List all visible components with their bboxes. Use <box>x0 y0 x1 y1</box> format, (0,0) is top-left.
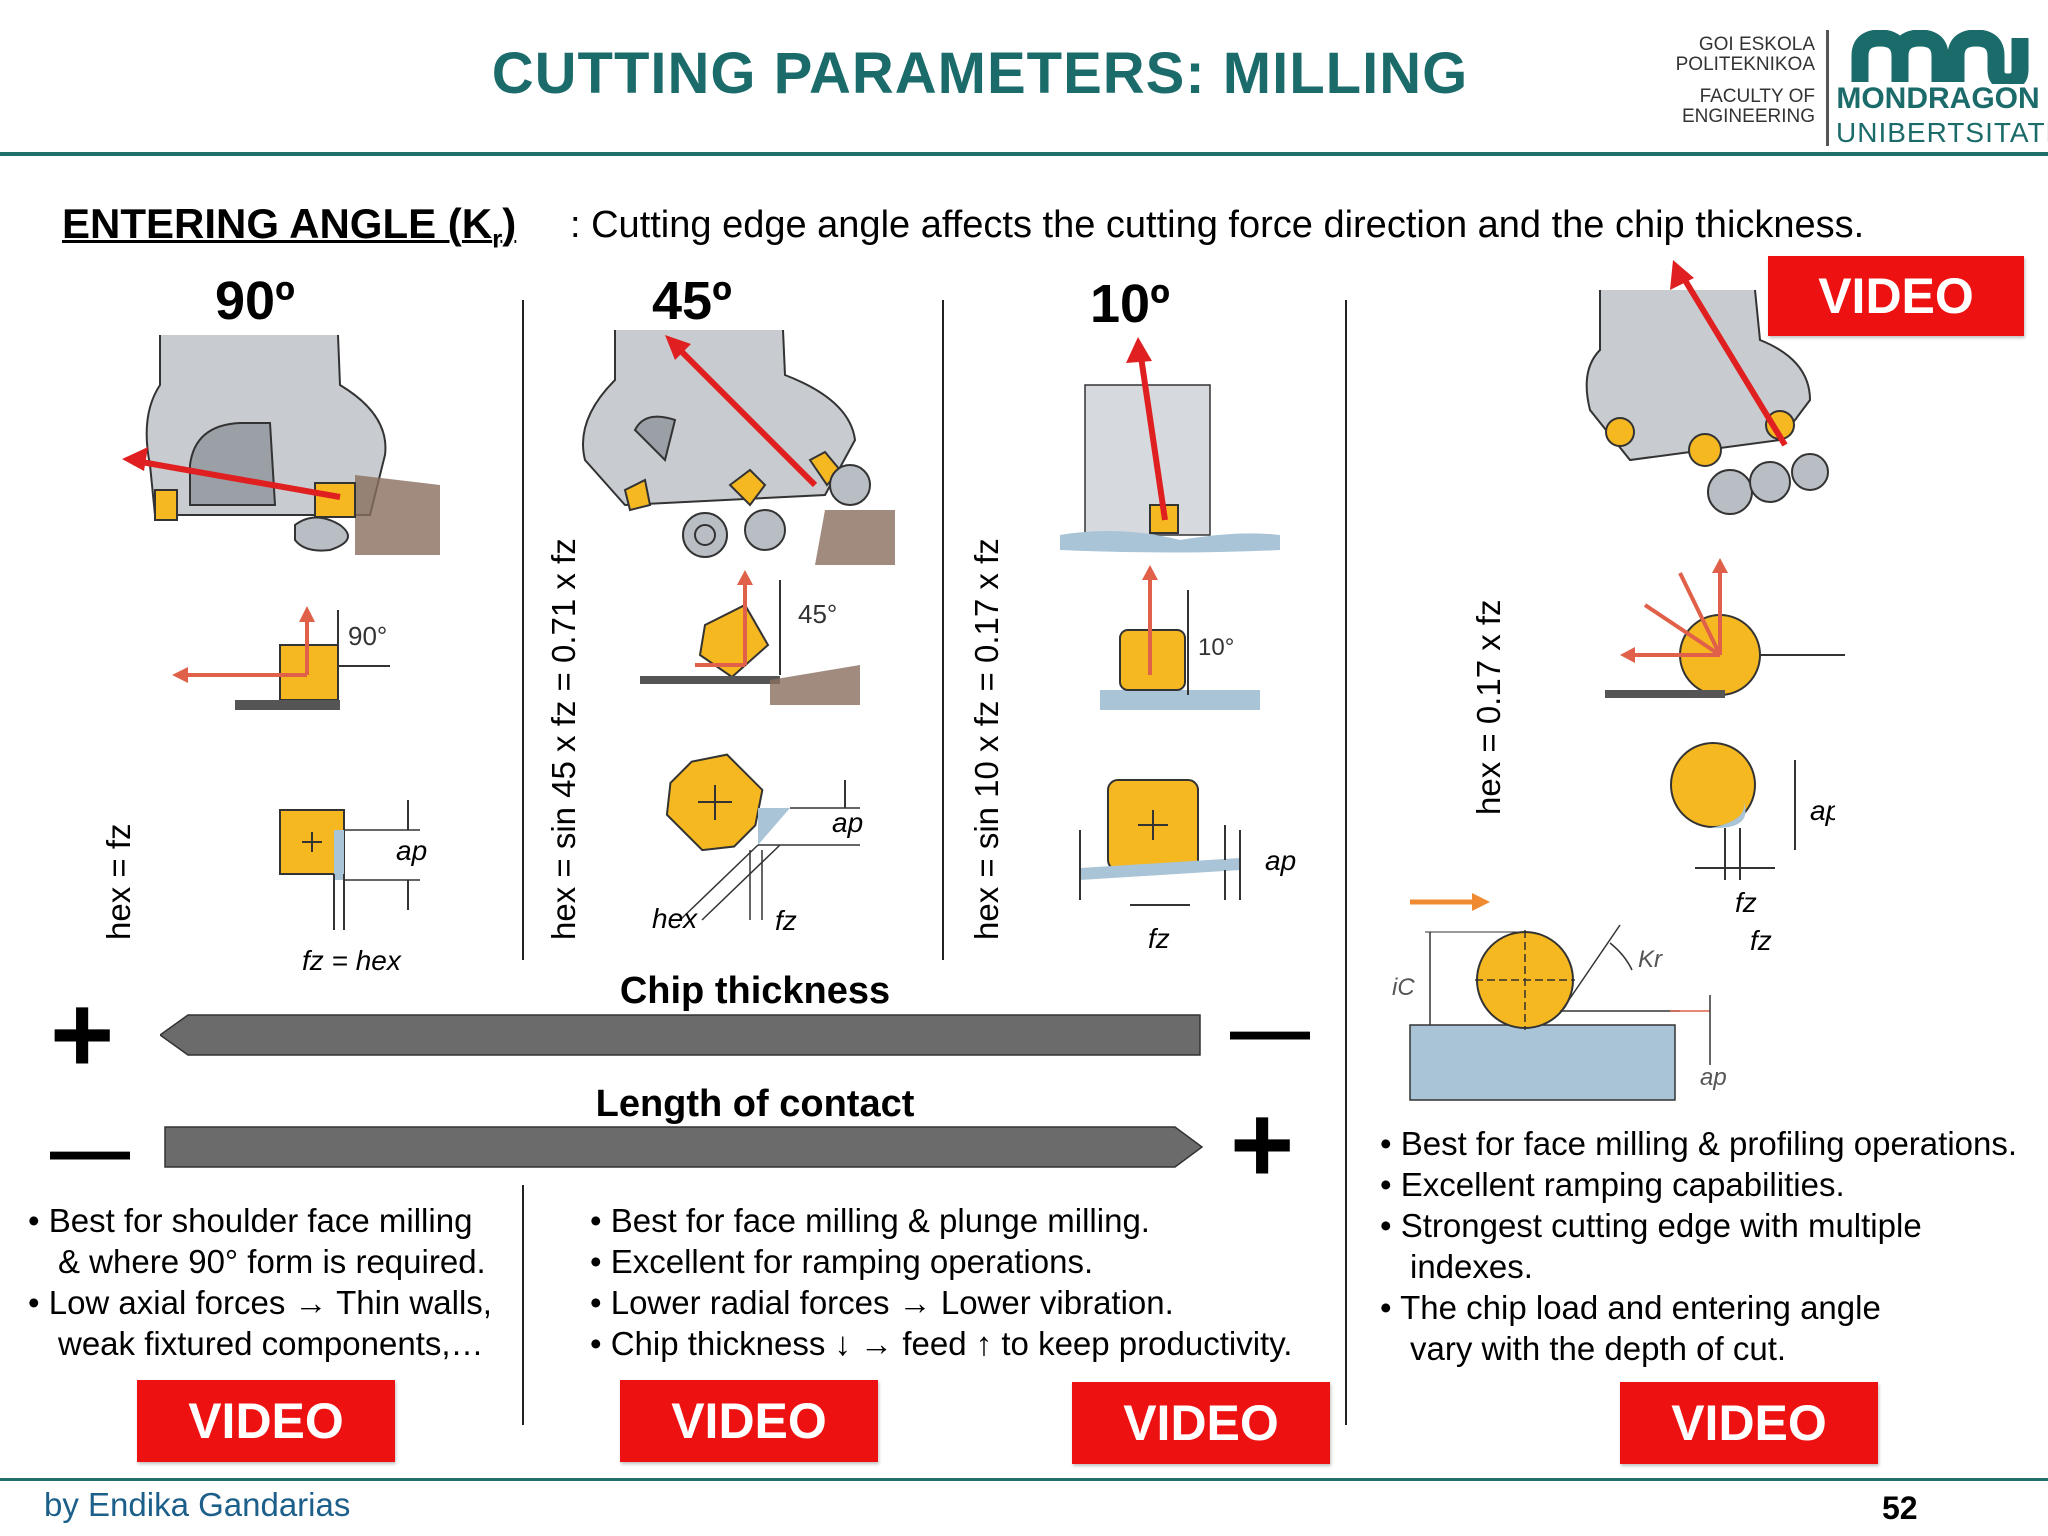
bullet-line: indexes. <box>1410 1248 1533 1285</box>
bullet-line: • Best for face milling & profiling oper… <box>1380 1125 2018 1162</box>
page-number: 52 <box>1882 1490 1918 1526</box>
column-divider <box>942 300 944 960</box>
bullets-90: • Best for shoulder face milling & where… <box>28 1200 492 1364</box>
bullet-line: • Lower radial forces → Lower vibration. <box>590 1284 1174 1321</box>
ap-label: ap <box>1700 1064 1727 1091</box>
bullet-line: • Excellent ramping capabilities. <box>1380 1166 1845 1203</box>
kr-label: Kr <box>1638 946 1663 973</box>
entering-angle-term: ENTERING ANGLE (Kr) <box>62 200 517 254</box>
ic-label: iC <box>1392 974 1415 1001</box>
bullet-line: • Chip thickness ↓ → feed ↑ to keep prod… <box>590 1325 1293 1362</box>
column-divider <box>522 300 524 960</box>
bullets-round: • Best for face milling & profiling oper… <box>1380 1123 2017 1369</box>
angle-heading-45: 45º <box>652 271 732 331</box>
mondragon-logo-icon <box>1851 30 2029 84</box>
bullet-line: • The chip load and entering angle <box>1380 1289 1881 1326</box>
fz-hex-label: fz = hex <box>302 945 402 976</box>
bullet-line: weak fixtured components,… <box>58 1325 484 1362</box>
minus-sign: — <box>1230 985 1310 1074</box>
plus-sign: + <box>50 973 115 1096</box>
logo-text-line: FACULTY OF <box>1699 86 1815 107</box>
chip-thickness-45-diagram: ap hex fz <box>652 753 863 936</box>
ap-label: ap <box>396 835 427 866</box>
ap-label: ap <box>1265 845 1296 876</box>
chip-thickness-arrow <box>160 1014 1201 1056</box>
formula-45: hex = sin 45 x fz = 0.71 x fz <box>545 538 582 940</box>
milling-cutter-round-illustration <box>1585 260 1829 515</box>
bullet-line: • Best for face milling & plunge milling… <box>590 1202 1150 1239</box>
logo-text-line: POLITEKNIKOA <box>1675 54 1815 75</box>
page-title: CUTTING PARAMETERS: MILLING <box>491 41 1469 106</box>
formula-round: hex = 0.17 x fz <box>1470 599 1507 815</box>
insert-90-force-diagram: 90° <box>172 606 390 710</box>
formula-10: hex = sin 10 x fz = 0.17 x fz <box>968 538 1005 940</box>
video-button-10[interactable]: VIDEO <box>1072 1382 1330 1464</box>
video-button-90[interactable]: VIDEO <box>137 1380 395 1462</box>
column-divider <box>1345 300 1347 1425</box>
bullets-45: • Best for face milling & plunge milling… <box>590 1200 1292 1364</box>
bullet-line: • Best for shoulder face milling <box>28 1202 473 1239</box>
fz-label: fz <box>775 905 797 936</box>
video-button-round-insert[interactable]: VIDEO <box>1768 256 2024 336</box>
length-of-contact-arrow <box>164 1126 1204 1168</box>
angle-label-45: 45° <box>798 599 837 629</box>
insert-round-force-diagram <box>1605 558 1845 698</box>
milling-cutter-90-illustration <box>122 334 440 555</box>
insert-10-force-diagram: 10° <box>1100 565 1260 710</box>
header-divider <box>0 152 2048 156</box>
bullet-line: • Excellent for ramping operations. <box>590 1243 1094 1280</box>
entering-angle-description: : Cutting edge angle affects the cutting… <box>570 204 1865 246</box>
video-button-round[interactable]: VIDEO <box>1620 1382 1878 1464</box>
angle-label-90: 90° <box>348 621 387 651</box>
angle-heading-90: 90º <box>215 271 295 331</box>
ap-label: ap <box>832 807 863 838</box>
video-button-45[interactable]: VIDEO <box>620 1380 878 1462</box>
logo-text-line: ENGINEERING <box>1681 106 1815 127</box>
logo-name: UNIBERTSITATEA <box>1836 117 2048 148</box>
minus-sign: — <box>50 1105 130 1194</box>
length-of-contact-label: Length of contact <box>595 1083 915 1125</box>
formula-90: hex = fz <box>100 823 137 940</box>
logo-text-line: GOI ESKOLA <box>1698 34 1815 55</box>
chip-thickness-10-diagram: ap fz <box>1079 779 1296 954</box>
bullet-line: & where 90° form is required. <box>58 1243 486 1280</box>
chip-thickness-round-diagram: ap fz fz <box>1670 742 1835 956</box>
fz-label: fz <box>1148 923 1170 954</box>
footer-author: by Endika Gandarias <box>44 1486 351 1523</box>
ap-label: ap <box>1810 795 1835 826</box>
bullet-line: • Low axial forces → Thin walls, <box>28 1284 492 1321</box>
logo-name: MONDRAGON <box>1836 82 2040 115</box>
round-insert-geometry-diagram: iC Kr ap <box>1392 893 1727 1101</box>
fz-label: fz <box>1735 887 1757 918</box>
insert-45-force-diagram: 45° <box>640 570 860 705</box>
angle-label-10: 10° <box>1198 634 1234 661</box>
angle-heading-10: 10º <box>1090 274 1170 334</box>
fz-label: fz <box>1750 925 1772 956</box>
bullet-line: • Strongest cutting edge with multiple <box>1380 1207 1922 1244</box>
footer-divider <box>0 1478 2048 1481</box>
milling-cutter-10-illustration <box>1060 337 1280 553</box>
milling-cutter-45-illustration <box>582 329 895 565</box>
hex-label: hex <box>652 903 698 934</box>
chip-thickness-label: Chip thickness <box>619 970 891 1012</box>
bullet-line: vary with the depth of cut. <box>1410 1330 1787 1367</box>
plus-sign: + <box>1230 1083 1295 1206</box>
chip-thickness-90-diagram: ap fz = hex <box>279 800 427 976</box>
university-logo: GOI ESKOLA POLITEKNIKOA FACULTY OF ENGIN… <box>1670 30 2048 150</box>
column-divider <box>522 1185 524 1425</box>
